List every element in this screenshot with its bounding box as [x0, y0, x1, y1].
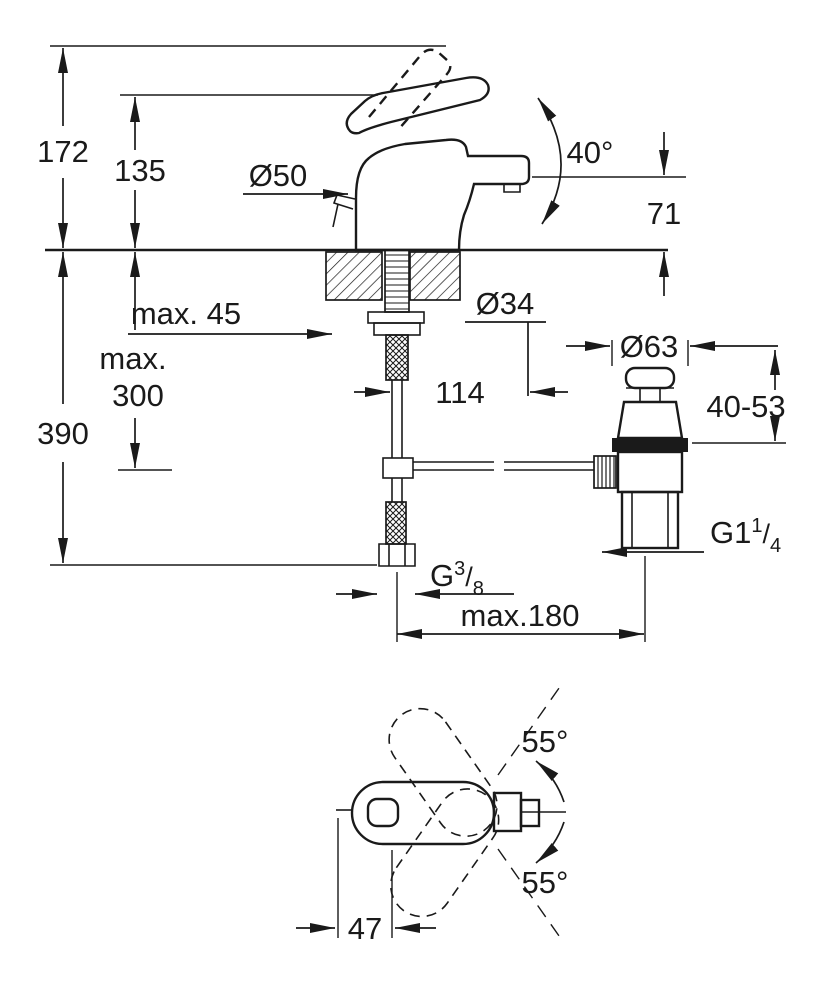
dim-114: 114: [354, 375, 568, 410]
dim-55-lower: 55°: [522, 821, 569, 900]
dim-55-upper: 55°: [522, 724, 569, 803]
dim-max300-word: max.: [99, 341, 166, 376]
side-view: [45, 48, 688, 567]
extension-lines: [611, 340, 689, 366]
dim-47: 47: [296, 818, 436, 946]
rod-tee: [382, 457, 414, 479]
dim-g114-label: G11/4: [710, 515, 781, 557]
waste-tailpiece: [620, 490, 680, 550]
dim-390-label: 390: [37, 416, 89, 451]
g114-denominator: 4: [770, 535, 781, 557]
spout-end: [519, 798, 541, 828]
dim-135: 135: [114, 94, 378, 248]
spout-aerator: [503, 184, 521, 193]
dim-g114: G11/4: [602, 515, 781, 557]
angle-arc-upper: [535, 760, 565, 803]
rod-adjuster-knob: [593, 455, 617, 489]
mounting-nut: [373, 322, 421, 336]
undercounter-assembly: [367, 249, 594, 567]
handle-lever-raised-dashed: [368, 48, 452, 131]
dim-max180-label: max.180: [461, 598, 580, 633]
g38-prefix: G: [430, 558, 454, 593]
plug-stem: [639, 387, 661, 403]
handle-swing-upper-dashed: [388, 707, 498, 838]
g114-prefix: G1: [710, 515, 751, 550]
pop-up-waste-assembly: [593, 366, 688, 550]
shank-threaded: [384, 249, 410, 313]
dim-dia34: Ø34: [465, 286, 546, 396]
hose-nut: [378, 543, 416, 567]
dim-max300: max. 300: [99, 252, 172, 471]
waste-upper-body: [616, 400, 684, 440]
braided-hose: [385, 501, 407, 545]
leader-line: [465, 321, 546, 396]
g38-denominator: 8: [473, 578, 484, 600]
tailpiece-inner-lines: [631, 492, 669, 548]
dim-40deg: 40°: [537, 97, 614, 225]
dim-dia34-label: Ø34: [476, 286, 535, 321]
supply-tube-lower: [391, 478, 403, 502]
g38-numerator: 3: [454, 558, 465, 580]
dim-dia50-label: Ø50: [249, 158, 308, 193]
extension-lines: [337, 818, 393, 938]
waste-lower-body: [616, 450, 684, 494]
waste-flange: [612, 438, 688, 452]
dim-172: 172: [37, 45, 446, 248]
waste-plug-cap: [624, 366, 676, 390]
dim-55-lower-label: 55°: [522, 865, 569, 900]
dim-max45: max. 45: [128, 296, 332, 339]
angle-arc: [537, 97, 562, 225]
dim-135-label: 135: [114, 153, 166, 188]
dim-g38-label: G3/8: [430, 558, 484, 600]
deck-left: [325, 251, 383, 301]
dim-114-label: 114: [435, 375, 484, 410]
g114-numerator: 1: [751, 515, 762, 537]
dim-71: 71: [532, 132, 686, 296]
mounting-deck-section: [325, 251, 461, 301]
pop-up-rod: [413, 461, 594, 471]
dim-71-label: 71: [647, 196, 681, 231]
dim-max300-value: 300: [112, 378, 164, 413]
dim-40deg-label: 40°: [567, 135, 614, 170]
handle-lever: [345, 76, 490, 135]
g38-slash: /: [465, 562, 473, 592]
dim-dia63: Ø63: [566, 329, 778, 366]
dim-55-upper-label: 55°: [522, 724, 569, 759]
faucet-body-outline: [354, 138, 531, 252]
dim-max45-label: max. 45: [131, 296, 241, 331]
dim-dia63-label: Ø63: [620, 329, 679, 364]
dim-g38: G3/8: [336, 558, 514, 600]
dim-390: 390: [37, 252, 377, 566]
pull-rod-knob: [332, 194, 356, 228]
dim-172-label: 172: [37, 134, 89, 169]
dim-4053: 40-53: [692, 350, 786, 444]
swing-ray-upper: [497, 680, 565, 776]
dim-47-label: 47: [348, 911, 382, 946]
washer: [367, 311, 425, 324]
cartridge-opening: [366, 797, 400, 828]
deck-right: [409, 251, 461, 301]
g114-slash: /: [762, 519, 770, 549]
swing-ray-lower: [497, 848, 565, 944]
dim-dia50: Ø50: [243, 158, 348, 199]
spout-block: [492, 791, 523, 833]
supply-tube-upper: [391, 380, 403, 458]
dim-max180: max.180: [396, 556, 646, 642]
handle-swing-lower-dashed: [389, 788, 500, 918]
threaded-stud: [385, 334, 409, 381]
dim-4053-label: 40-53: [706, 389, 785, 424]
top-view: 55° 55° 47: [296, 680, 569, 946]
angle-arc-lower: [535, 821, 565, 864]
